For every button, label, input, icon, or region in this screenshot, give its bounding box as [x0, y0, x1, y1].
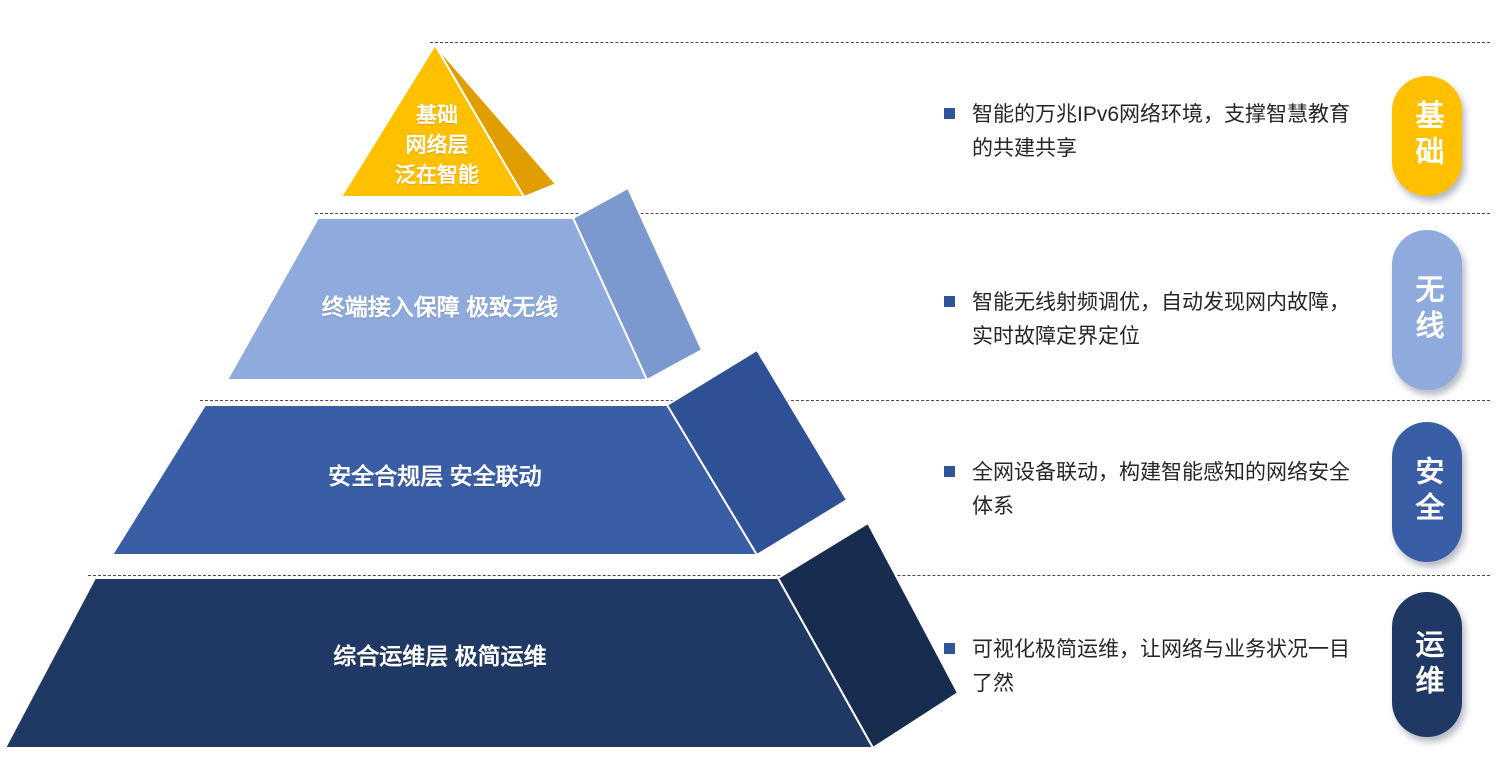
tier-divider-line-wireless — [315, 213, 1490, 214]
bullet-square-icon — [944, 643, 955, 654]
layer-description-text-wireless: 智能无线射频调优，自动发现网内故障，实时故障定界定位 — [972, 291, 1350, 349]
tier-divider-line-base — [430, 42, 1490, 43]
pyramid-label-base-line2: 网络层 — [405, 133, 469, 157]
bullet-square-icon — [944, 296, 955, 307]
bullet-square-icon — [944, 466, 955, 477]
tier-badge-ops: 运维 — [1392, 592, 1462, 737]
tier-badge-base: 基础 — [1392, 76, 1462, 196]
layer-description-text-ops: 可视化极简运维，让网络与业务状况一目了然 — [972, 638, 1350, 696]
pyramid-layer-ops-front — [4, 577, 874, 749]
pyramid-label-security: 安全合规层 安全联动 — [328, 463, 542, 489]
layer-description-item-base: 智能的万兆IPv6网络环境，支撑智慧教育的共建共享 — [944, 98, 1364, 166]
tier-badge-wireless-label: 无线 — [1411, 274, 1443, 346]
pyramid-layer-security-front — [111, 404, 758, 556]
layer-description-item-security: 全网设备联动，构建智能感知的网络安全体系 — [944, 456, 1364, 524]
layer-description-item-ops: 可视化极简运维，让网络与业务状况一目了然 — [944, 633, 1364, 701]
pyramid-label-wireless: 终端接入保障 极致无线 — [321, 294, 559, 320]
pyramid-layer-base-front — [340, 44, 525, 198]
tier-divider-line-security — [200, 400, 1490, 401]
pyramid-diagram — [4, 44, 959, 749]
pyramid-label-ops: 综合运维层 极简运维 — [333, 643, 547, 669]
pyramid-label-base-line1: 基础 — [416, 104, 458, 127]
pyramid-label-base-line3: 泛在智能 — [395, 163, 479, 187]
layer-description-text-base: 智能的万兆IPv6网络环境，支撑智慧教育的共建共享 — [972, 103, 1351, 161]
tier-badge-security: 安全 — [1392, 422, 1462, 562]
layer-description-item-wireless: 智能无线射频调优，自动发现网内故障，实时故障定界定位 — [944, 286, 1364, 354]
tier-badge-wireless: 无线 — [1392, 230, 1462, 390]
tier-badge-security-label: 安全 — [1411, 456, 1443, 528]
pyramid-layer-wireless-front — [226, 217, 648, 381]
tier-badge-ops-label: 运维 — [1411, 628, 1443, 701]
pyramid-label-base: 基础 网络层 泛在智能 — [341, 101, 533, 190]
tier-badge-base-label: 基础 — [1411, 100, 1443, 172]
bullet-square-icon — [944, 108, 955, 119]
layer-description-text-security: 全网设备联动，构建智能感知的网络安全体系 — [972, 461, 1350, 519]
